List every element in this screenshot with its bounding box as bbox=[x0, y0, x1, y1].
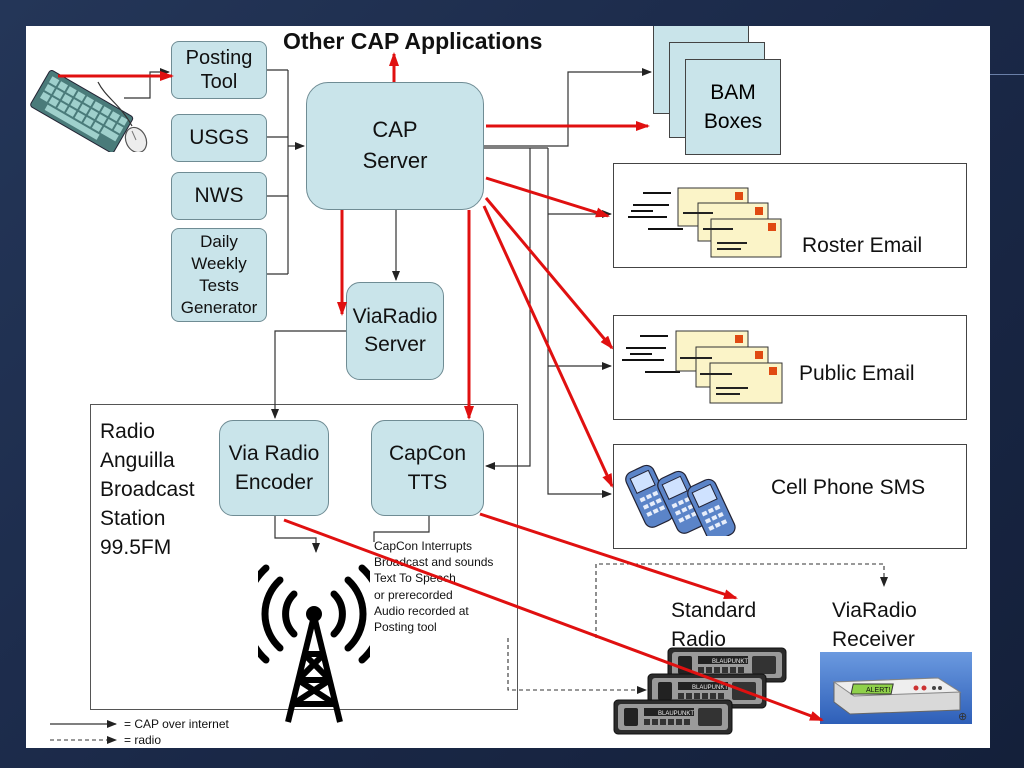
keyboard-mouse-icon bbox=[30, 70, 148, 152]
radio-brand-text: BLAUPUNKT bbox=[658, 711, 694, 717]
capcon-tts-box: CapCon TTS bbox=[371, 420, 484, 516]
posting-tool-label: Posting Tool bbox=[185, 47, 253, 93]
roster-email-icon bbox=[628, 187, 782, 258]
cell-sms-label: Cell Phone SMS bbox=[771, 476, 926, 499]
radio-brand-text: BLAUPUNKT bbox=[692, 685, 728, 691]
decorative-line bbox=[990, 74, 1024, 75]
legend-dashed-label: = radio bbox=[124, 733, 162, 747]
alert-display-text: ALERT! bbox=[866, 687, 890, 694]
diagram-title: Other CAP Applications bbox=[283, 28, 543, 54]
standard-radio-label: Standard Radio bbox=[671, 599, 757, 652]
public-email-icon bbox=[622, 330, 783, 404]
viaradio-server-label: ViaRadio Server bbox=[352, 304, 438, 356]
cap-server-label: CAP Server bbox=[362, 117, 428, 173]
usgs-label: USGS bbox=[189, 126, 249, 149]
nws-label: NWS bbox=[194, 184, 244, 207]
via-radio-encoder-label: Via Radio Encoder bbox=[228, 441, 320, 494]
capcon-tts-label: CapCon TTS bbox=[388, 441, 467, 494]
cell-phones-icon bbox=[625, 464, 736, 536]
public-email-label: Public Email bbox=[799, 362, 915, 385]
bam-boxes-label: BAM Boxes bbox=[703, 80, 763, 133]
via-radio-encoder-box: Via Radio Encoder bbox=[219, 420, 329, 516]
tests-generator-box: Daily Weekly Tests Generator bbox=[171, 228, 267, 322]
legend-solid-label: = CAP over internet bbox=[124, 717, 229, 731]
radio-station-label: Radio Anguilla Broadcast Station 99.5FM bbox=[100, 420, 195, 559]
roster-email-panel: Roster Email bbox=[613, 163, 967, 268]
connector-overlay bbox=[50, 52, 888, 744]
viaradio-server-box: ViaRadio Server bbox=[346, 282, 444, 380]
viaradio-receiver-label: ViaRadio Receiver bbox=[832, 599, 917, 652]
usgs-box: USGS bbox=[171, 114, 267, 162]
public-email-panel: Public Email bbox=[613, 315, 967, 420]
radio-brand-text: BLAUPUNKT bbox=[712, 659, 748, 665]
roster-email-label: Roster Email bbox=[802, 234, 923, 257]
tests-generator-label: Daily Weekly Tests Generator bbox=[180, 231, 258, 318]
bam-box-front: BAM Boxes bbox=[685, 59, 781, 155]
posting-tool-box: Posting Tool bbox=[171, 41, 267, 99]
viaradio-receiver-icon: ALERT! bbox=[820, 652, 972, 724]
cap-server-box: CAP Server bbox=[306, 82, 484, 210]
nws-box: NWS bbox=[171, 172, 267, 220]
radio-tower-icon bbox=[258, 564, 370, 723]
zoom-icon[interactable]: ⊕ bbox=[958, 711, 968, 723]
diagram-canvas: Other CAP Applications Posting Tool USGS… bbox=[26, 26, 990, 748]
